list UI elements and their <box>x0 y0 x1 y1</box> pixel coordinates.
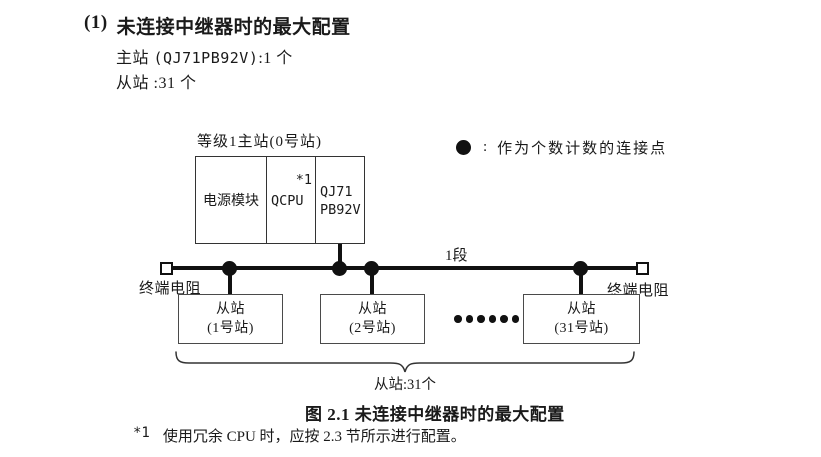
ellipsis-dot <box>454 315 462 323</box>
slave1-drop-line <box>228 268 232 295</box>
terminator-right-icon <box>636 261 649 275</box>
segment-label: 1段 <box>445 248 468 264</box>
terminator-left-icon <box>160 261 173 275</box>
heading-title: 未连接中继器时的最大配置 <box>116 17 351 38</box>
legend: : 作为个数计数的连接点 <box>456 137 667 158</box>
connection-dot-slave31 <box>573 260 588 276</box>
slave-group-brace <box>175 351 635 373</box>
pb92v-line1: QJ71 <box>320 184 353 200</box>
ellipsis-dot <box>511 315 519 323</box>
slave2-drop-line <box>370 268 374 295</box>
master-count-suffix: :1 个 <box>258 50 293 67</box>
footnote-reference: *1 <box>295 172 312 188</box>
figure-caption: 图 2.1 未连接中继器时的最大配置 <box>305 405 565 424</box>
pb92v-line2: PB92V <box>320 202 361 218</box>
master-model-code: (QJ71PB92V) <box>153 49 259 67</box>
pb92v-label: QJ71 PB92V <box>320 183 361 219</box>
heading-number: (1) <box>84 12 108 33</box>
master-count-prefix: 主站 <box>116 50 154 67</box>
slave2-line2: (2号站) <box>349 321 396 336</box>
ellipsis-dot <box>500 315 508 323</box>
connection-dot-slave1 <box>222 260 237 276</box>
power-module-label: 电源模块 <box>203 194 259 209</box>
pb92v-cell: QJ71 PB92V <box>315 157 364 243</box>
footnote: *1 使用冗余 CPU 时，应按 2.3 节所示进行配置。 <box>133 425 466 446</box>
connection-point-icon <box>456 140 471 155</box>
master-drop-line <box>338 244 342 268</box>
section-heading: (1) 未连接中继器时的最大配置 <box>84 12 351 39</box>
footnote-text: 使用冗余 CPU 时，应按 2.3 节所示进行配置。 <box>162 429 466 445</box>
connection-dot-slave2 <box>364 260 379 276</box>
slave1-line1: 从站 <box>216 302 245 317</box>
slave31-line2: (31号站) <box>554 321 609 336</box>
slave-station-1-box: 从站 (1号站) <box>178 294 283 344</box>
master-count-line: 主站 (QJ71PB92V):1 个 <box>116 44 293 68</box>
power-module-cell: 电源模块 <box>196 157 266 243</box>
slave31-line1: 从站 <box>567 302 596 317</box>
ellipsis-dots <box>454 315 519 323</box>
ellipsis-dot <box>477 315 485 323</box>
master-station-label: 等级1主站(0号站) <box>197 134 322 150</box>
slave-total-label: 从站:31个 <box>373 377 437 393</box>
qcpu-label: QCPU <box>271 193 304 209</box>
footnote-marker: *1 <box>133 425 150 441</box>
slave-station-31-box: 从站 (31号站) <box>523 294 640 344</box>
legend-label: 作为个数计数的连接点 <box>497 141 668 157</box>
connection-dot-master <box>332 260 347 276</box>
slave-station-2-box: 从站 (2号站) <box>320 294 425 344</box>
slave-count-line: 从站 :31 个 <box>116 75 197 92</box>
master-station-box: 电源模块 *1 QCPU QJ71 PB92V <box>195 156 365 244</box>
terminator-left-label: 终端电阻 <box>139 281 202 297</box>
slave31-drop-line <box>579 268 583 295</box>
bus-line <box>164 266 646 270</box>
ellipsis-dot <box>465 315 473 323</box>
ellipsis-dot <box>488 315 496 323</box>
legend-colon: : <box>483 139 488 155</box>
qcpu-cell: *1 QCPU <box>266 157 315 243</box>
slave1-line2: (1号站) <box>207 321 254 336</box>
slave2-line1: 从站 <box>358 302 387 317</box>
